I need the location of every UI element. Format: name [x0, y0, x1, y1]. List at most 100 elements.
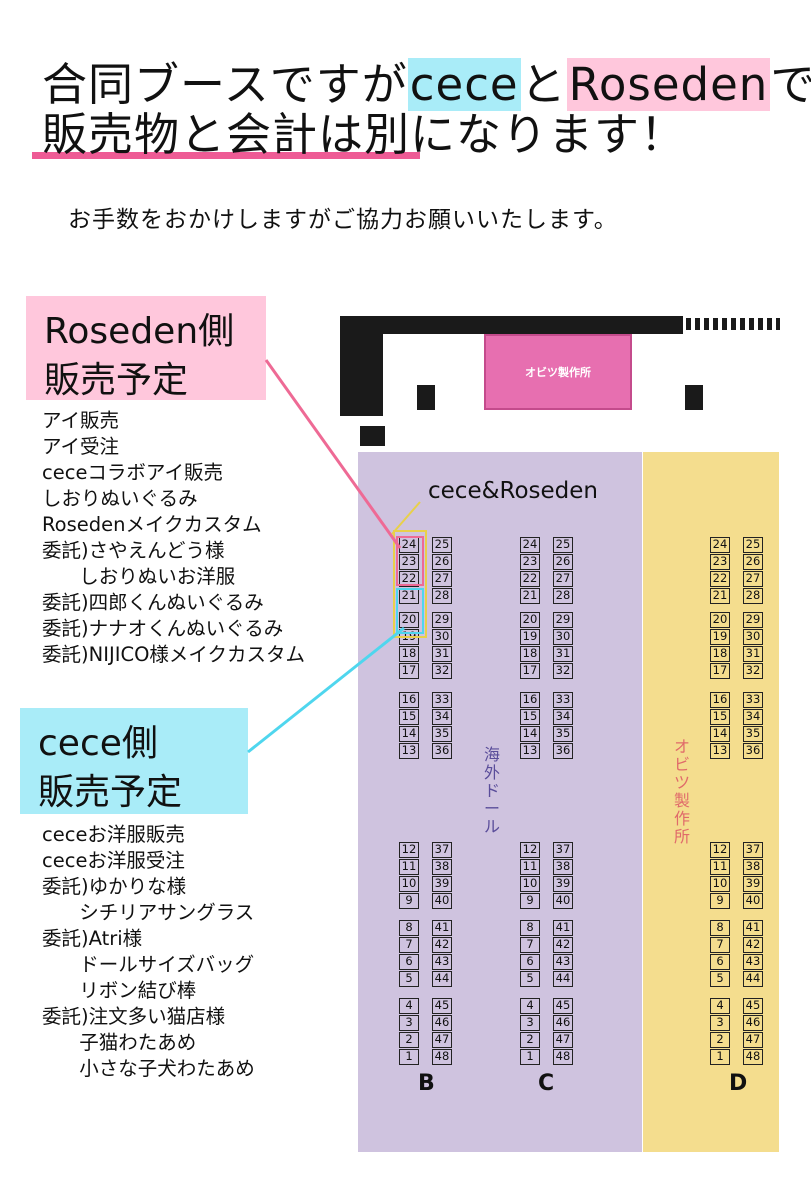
booth-d-15: 15 — [710, 709, 730, 725]
roseden-side-title: Roseden側 — [44, 311, 235, 352]
zone-label-char: 海 — [483, 745, 500, 764]
booth-d-13: 13 — [710, 743, 730, 759]
booth-c-34: 34 — [553, 709, 573, 725]
booth-c-44: 44 — [553, 971, 573, 987]
zone-label-char: ー — [483, 799, 500, 818]
booth-c-4: 4 — [520, 998, 540, 1014]
booth-c-38: 38 — [553, 859, 573, 875]
heading-prefix: 合同ブースですが — [42, 58, 408, 111]
booth-d-25: 25 — [743, 537, 763, 553]
booth-d-2: 2 — [710, 1032, 730, 1048]
booth-d-12: 12 — [710, 842, 730, 858]
brand-roseden: Roseden — [566, 58, 771, 111]
roseden-side-label: Roseden側 販売予定 — [26, 296, 266, 401]
booth-d-22: 22 — [710, 571, 730, 587]
booth-c-37: 37 — [553, 842, 573, 858]
booth-b-2: 2 — [399, 1032, 419, 1048]
heading-emphasis: 販売物と会計は別 — [42, 108, 411, 161]
callout-connector-line — [391, 501, 421, 535]
zone-overseas-dolls — [358, 452, 642, 1152]
booth-c-42: 42 — [553, 937, 573, 953]
booth-c-12: 12 — [520, 842, 540, 858]
zone-label-char: ツ — [673, 773, 690, 792]
booth-c-35: 35 — [553, 726, 573, 742]
booth-d-4: 4 — [710, 998, 730, 1014]
pillar — [417, 385, 435, 410]
booth-d-32: 32 — [743, 663, 763, 679]
booth-b-42: 42 — [432, 937, 452, 953]
booth-c-14: 14 — [520, 726, 540, 742]
booth-d-14: 14 — [710, 726, 730, 742]
booth-d-46: 46 — [743, 1015, 763, 1031]
cece-side-item: 子猫わたあめ — [42, 1031, 197, 1054]
booth-c-10: 10 — [520, 876, 540, 892]
booth-d-44: 44 — [743, 971, 763, 987]
booth-c-15: 15 — [520, 709, 540, 725]
zone-label-char: 外 — [483, 763, 500, 782]
booth-d-45: 45 — [743, 998, 763, 1014]
booth-d-48: 48 — [743, 1049, 763, 1065]
booth-d-29: 29 — [743, 612, 763, 628]
booth-b-8: 8 — [399, 920, 419, 936]
zone-label-char: 製 — [673, 791, 690, 810]
booth-c-17: 17 — [520, 663, 540, 679]
heading-suffix: で — [770, 58, 811, 111]
rose-side-item: 委託)ナナオくんぬいぐるみ — [42, 617, 284, 640]
booth-c-3: 3 — [520, 1015, 540, 1031]
rose-side-item: 委託)四郎くんぬいぐるみ — [42, 591, 264, 614]
booth-b-23: 23 — [399, 554, 419, 570]
booth-d-41: 41 — [743, 920, 763, 936]
booth-d-17: 17 — [710, 663, 730, 679]
wall-dashed — [686, 318, 780, 330]
booth-d-37: 37 — [743, 842, 763, 858]
booth-c-31: 31 — [553, 646, 573, 662]
brand-cece: cece — [407, 58, 521, 111]
cece-side-item: 委託)ゆかりな様 — [42, 875, 187, 898]
booth-d-26: 26 — [743, 554, 763, 570]
zone-label-char: 作 — [673, 809, 690, 828]
wall-block — [340, 316, 383, 416]
booth-b-47: 47 — [432, 1032, 452, 1048]
cece-side-item: 委託)注文多い猫店様 — [42, 1005, 226, 1028]
booth-d-36: 36 — [743, 743, 763, 759]
zone-label-char: ビ — [673, 755, 690, 774]
booth-d-19: 19 — [710, 629, 730, 645]
booth-c-2: 2 — [520, 1032, 540, 1048]
booth-d-1: 1 — [710, 1049, 730, 1065]
cece-side-subtitle: 販売予定 — [38, 771, 183, 813]
booth-b-10: 10 — [399, 876, 419, 892]
rose-side-item: しおりぬいお洋服 — [42, 565, 236, 588]
booth-c-28: 28 — [553, 588, 573, 604]
booth-b-5: 5 — [399, 971, 419, 987]
column-label-b: B — [418, 1071, 435, 1096]
rose-side-item: 委託)さやえんどう様 — [42, 539, 225, 562]
booth-b-44: 44 — [432, 971, 452, 987]
booth-b-43: 43 — [432, 954, 452, 970]
booth-b-15: 15 — [399, 709, 419, 725]
column-label-d: D — [729, 1071, 748, 1096]
heading-line-1: 合同ブースですがceceとRosedenで — [42, 58, 811, 111]
rose-side-item: アイ販売 — [42, 409, 120, 432]
booth-c-16: 16 — [520, 692, 540, 708]
booth-d-8: 8 — [710, 920, 730, 936]
booth-b-29: 29 — [432, 612, 452, 628]
booth-c-48: 48 — [553, 1049, 573, 1065]
rose-side-item: 委託)NIJICO様メイクカスタム — [42, 643, 306, 666]
booth-b-7: 7 — [399, 937, 419, 953]
cece-side-title: cece側 — [38, 723, 158, 764]
booth-c-26: 26 — [553, 554, 573, 570]
cece-side-item: 小さな子犬わたあめ — [42, 1057, 255, 1080]
pillar — [360, 426, 385, 446]
booth-b-1: 1 — [399, 1049, 419, 1065]
booth-c-7: 7 — [520, 937, 540, 953]
booth-c-6: 6 — [520, 954, 540, 970]
roseden-booth-highlight — [396, 536, 424, 586]
zone-yellow-label: オビツ製作所 — [672, 738, 692, 846]
zone-purple-label: 海外ドール — [482, 746, 502, 836]
zone-label-char: ド — [483, 781, 500, 800]
booth-c-39: 39 — [553, 876, 573, 892]
booth-c-20: 20 — [520, 612, 540, 628]
booth-d-42: 42 — [743, 937, 763, 953]
